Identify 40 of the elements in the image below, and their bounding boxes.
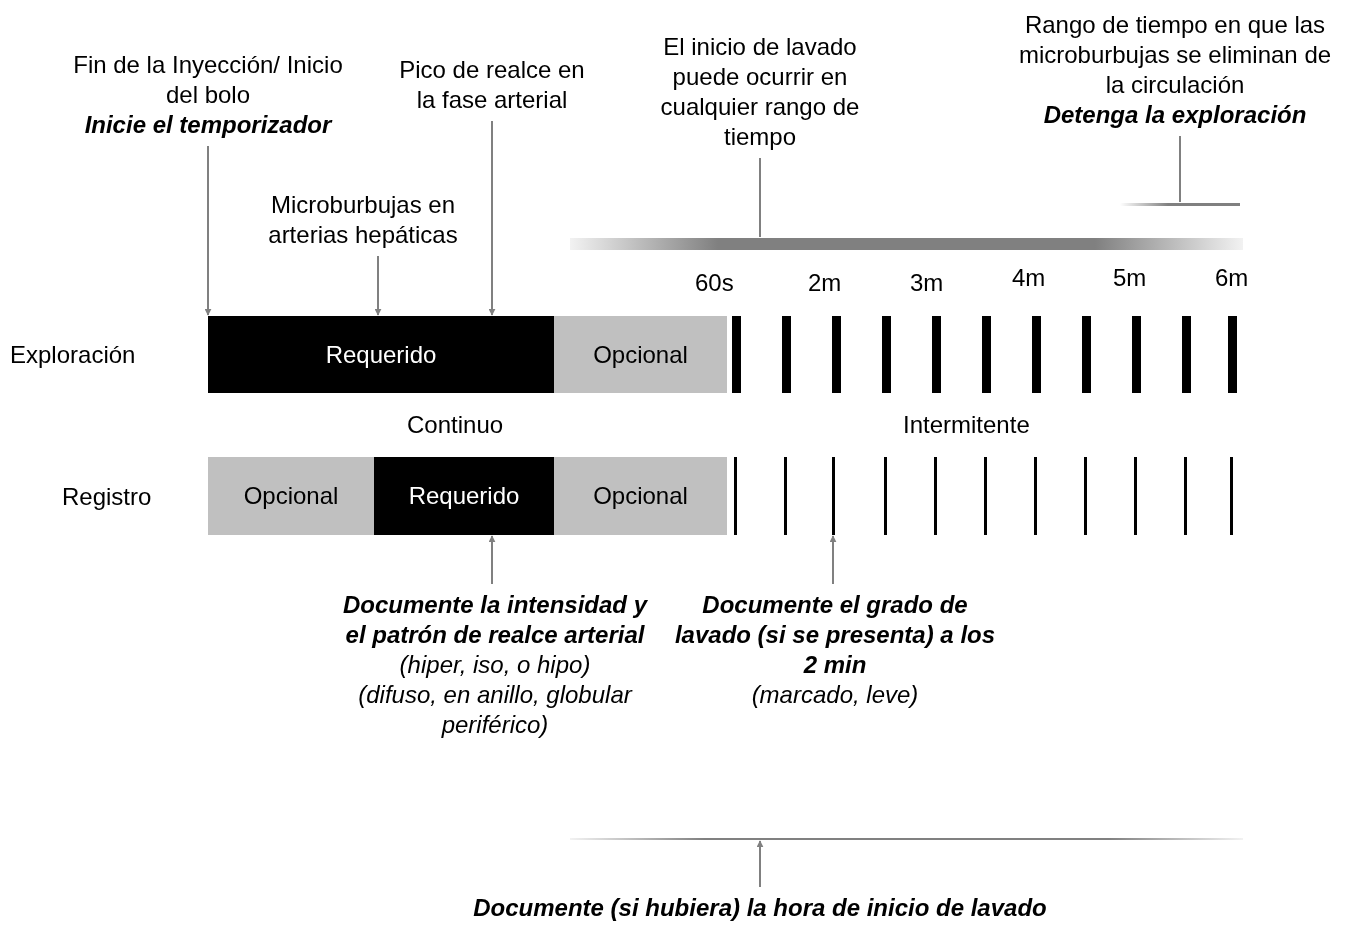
phase-bar-segment: Requerido — [374, 457, 554, 535]
annotation-text: (difuso, en anillo, globular periférico) — [357, 680, 634, 740]
row-label: Exploración — [10, 340, 136, 370]
arrow — [204, 145, 212, 316]
instruction-text: Documente la intensidad y el patrón de realce arterial — [341, 590, 649, 650]
annotation-text: El inicio de lavado puede ocurrir en cualquier rango de tiempo — [640, 32, 880, 152]
arrow — [374, 255, 382, 316]
time-label: 2m — [808, 268, 842, 298]
instruction-text: Detenga la exploración — [1042, 100, 1308, 130]
timeline-line — [1120, 203, 1240, 206]
mode-label: Intermitente — [903, 410, 1030, 440]
annotation-text: (hiper, iso, o hipo) — [398, 650, 592, 680]
time-label: 4m — [1012, 263, 1046, 293]
time-label: 5m — [1113, 263, 1147, 293]
phase-bar-segment: Opcional — [554, 457, 727, 535]
gradient-bar — [570, 238, 1243, 250]
phase-bar-segment: Opcional — [208, 457, 374, 535]
annotation-text: Pico de realce en la fase arterial — [397, 55, 587, 115]
tick-bar — [832, 457, 835, 535]
annotation-text: Microburbujas en arterias hepáticas — [233, 190, 493, 250]
row-label: Registro — [62, 482, 152, 512]
instruction-text: Inicie el temporizador — [83, 110, 334, 140]
arrow — [488, 120, 496, 316]
leader-line — [759, 157, 761, 238]
phase-bar-segment: Requerido — [208, 316, 554, 393]
arrow — [756, 840, 764, 888]
annotation-text: Rango de tiempo en que las microburbujas se eliminan de la circulación — [1017, 10, 1333, 100]
arrow — [488, 535, 496, 585]
instruction-text: Documente el grado de lavado (si se presenta) a los 2 min — [673, 590, 997, 680]
mode-label: Continuo — [407, 410, 504, 440]
annotation-text: Documente (si hubiera) la hora de inicio de lavado — [460, 893, 1060, 923]
phase-bar-segment: Opcional — [554, 316, 727, 393]
annotation-text: (marcado, leve) — [750, 680, 920, 710]
time-label: 6m — [1215, 263, 1249, 293]
leader-line — [1179, 135, 1181, 203]
time-label: 60s — [695, 268, 734, 298]
timeline-line — [570, 838, 1243, 840]
annotation-text: Fin de la Inyección/ Inicio del bolo — [72, 50, 344, 110]
time-label: 3m — [910, 268, 944, 298]
arrow — [829, 535, 837, 585]
